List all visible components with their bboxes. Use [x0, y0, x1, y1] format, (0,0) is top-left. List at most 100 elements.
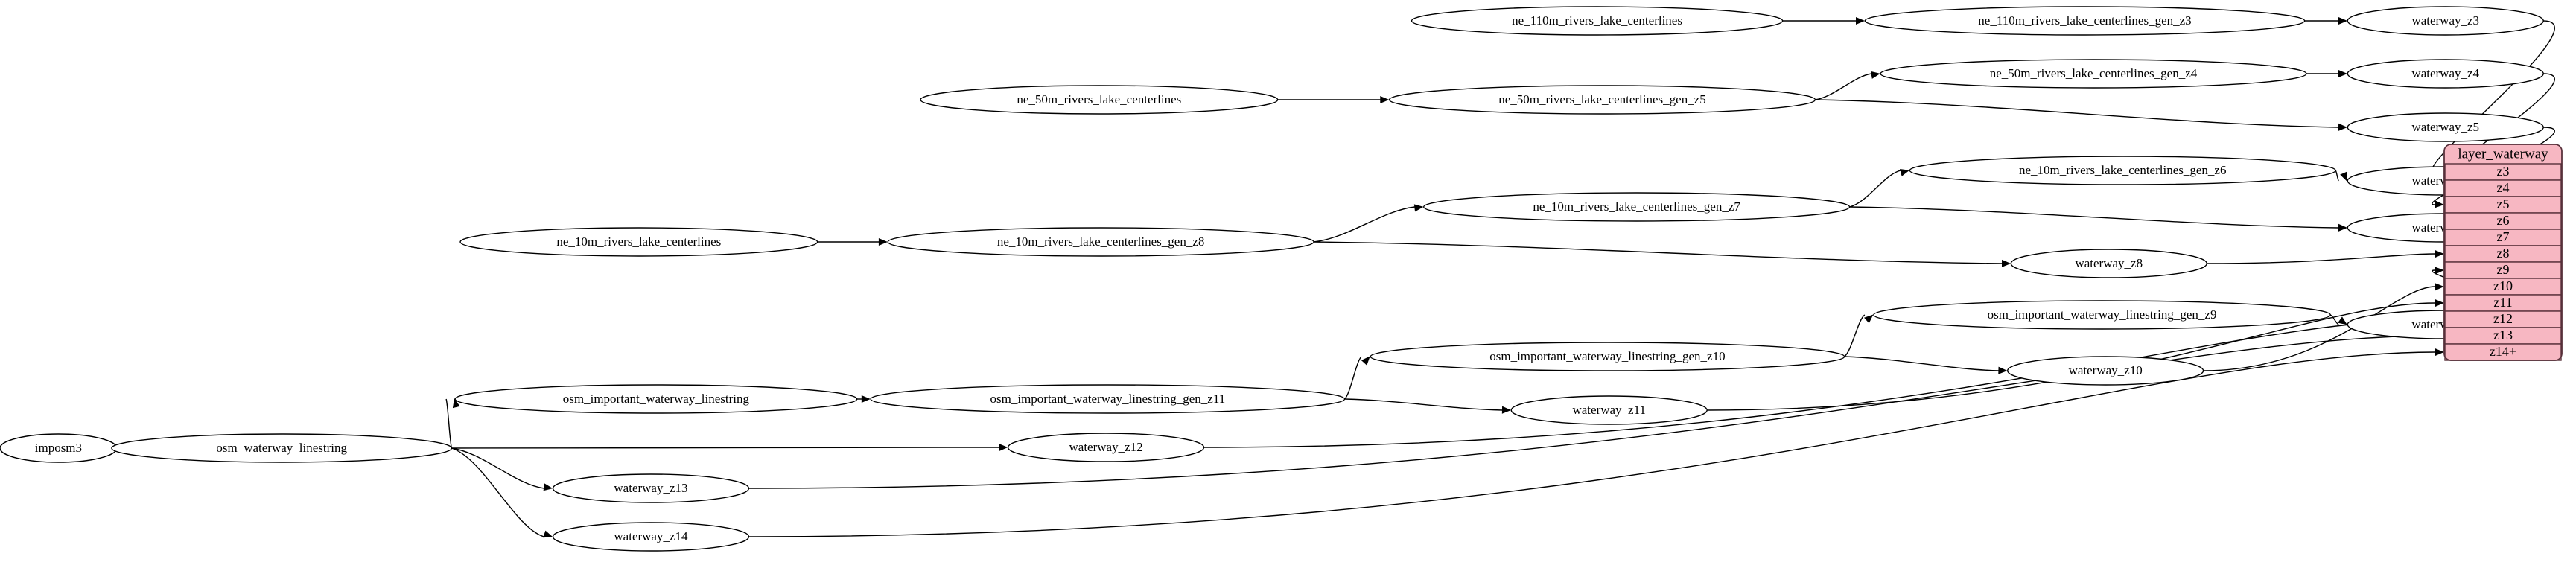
- layer-waterway-table: layer_waterwayz3z4z5z6z7z8z9z10z11z12z13…: [2443, 144, 2563, 361]
- node-shape-waterway_z8: [2010, 249, 2207, 278]
- edge-osm_waterway_linestring-to-osm_important_waterway_linestring: [445, 398, 453, 449]
- node-waterway_z4[interactable]: waterway_z4: [2347, 59, 2544, 89]
- edge-arrowhead: [2001, 259, 2011, 267]
- node-shape-waterway_z3: [2347, 6, 2544, 36]
- node-waterway_z14[interactable]: waterway_z14: [552, 522, 750, 552]
- edge-ne_10m_rivers_lake_centerlines_gen_z6-to-waterway_z6: [2335, 170, 2339, 182]
- layer-waterway-row-z12[interactable]: [2444, 310, 2562, 328]
- node-waterway_z12[interactable]: waterway_z12: [1007, 433, 1205, 462]
- edge-waterway_z11-to-table-z11: [1707, 302, 2436, 411]
- node-shape-osm_important_waterway_linestring: [454, 384, 858, 414]
- layer-waterway-row-z14plus[interactable]: [2444, 343, 2562, 361]
- edge-ne_10m_rivers_lake_centerlines_gen_z7-to-ne_10m_rivers_lake_centerlines_gen_z6: [1849, 170, 1901, 208]
- node-shape-waterway_z11: [1510, 395, 1708, 425]
- node-shape-waterway_z14: [552, 522, 750, 552]
- edge-arrowhead: [999, 443, 1008, 452]
- edge-arrowhead: [2435, 283, 2444, 291]
- node-osm_important_waterway_linestring_gen_z10[interactable]: osm_important_waterway_linestring_gen_z1…: [1370, 342, 1845, 371]
- edge-ne_10m_rivers_lake_centerlines_gen_z7-to-waterway_z7: [1849, 206, 2339, 229]
- layer-waterway-row-z9[interactable]: [2444, 261, 2562, 279]
- edge-waterway_z3-to-table-z3: [2432, 20, 2555, 173]
- layer-waterway-row-z11[interactable]: [2444, 294, 2562, 312]
- node-waterway_z8[interactable]: waterway_z8: [2010, 249, 2207, 278]
- edge-osm_waterway_linestring-to-waterway_z13: [451, 447, 544, 489]
- node-ne_10m_rivers_lake_centerlines_gen_z6[interactable]: ne_10m_rivers_lake_centerlines_gen_z6: [1909, 156, 2336, 185]
- layer-waterway-row-z13[interactable]: [2444, 327, 2562, 345]
- edge-ne_50m_rivers_lake_centerlines_gen_z5-to-ne_50m_rivers_lake_centerlines_gen_z4: [1815, 73, 1872, 100]
- node-shape-waterway_z10: [2007, 356, 2204, 386]
- node-shape-ne_10m_rivers_lake_centerlines: [459, 227, 818, 257]
- node-shape-osm_important_waterway_linestring_gen_z11: [870, 384, 1346, 414]
- node-imposm3[interactable]: imposm3: [0, 433, 118, 463]
- node-ne_50m_rivers_lake_centerlines_gen_z5[interactable]: ne_50m_rivers_lake_centerlines_gen_z5: [1388, 85, 1816, 115]
- node-osm_important_waterway_linestring_gen_z9[interactable]: osm_important_waterway_linestring_gen_z9: [1873, 300, 2331, 330]
- node-waterway_z10[interactable]: waterway_z10: [2007, 356, 2204, 386]
- node-osm_important_waterway_linestring_gen_z11[interactable]: osm_important_waterway_linestring_gen_z1…: [870, 384, 1346, 414]
- edge-osm_important_waterway_linestring_gen_z11-to-osm_important_waterway_linestring_gen_z10: [1344, 356, 1362, 400]
- edge-osm_important_waterway_linestring_gen_z10-to-osm_important_waterway_linestring_gen_z9: [1844, 314, 1866, 357]
- node-shape-ne_110m_rivers_lake_centerlines: [1411, 6, 1784, 36]
- node-ne_110m_rivers_lake_centerlines[interactable]: ne_110m_rivers_lake_centerlines: [1411, 6, 1784, 36]
- node-ne_10m_rivers_lake_centerlines_gen_z7[interactable]: ne_10m_rivers_lake_centerlines_gen_z7: [1422, 192, 1851, 222]
- layer-waterway-row-z7[interactable]: [2444, 229, 2562, 246]
- edge-arrowhead: [2435, 249, 2444, 258]
- node-waterway_z13[interactable]: waterway_z13: [552, 473, 750, 503]
- edge-osm_important_waterway_linestring_gen_z10-to-waterway_z10: [1844, 356, 1999, 371]
- edge-waterway_z12-to-table-z12: [1203, 319, 2436, 448]
- edge-arrowhead: [452, 398, 460, 409]
- node-ne_50m_rivers_lake_centerlines_gen_z4[interactable]: ne_50m_rivers_lake_centerlines_gen_z4: [1880, 59, 2307, 89]
- edge-arrowhead: [2338, 69, 2348, 78]
- node-shape-ne_10m_rivers_lake_centerlines_gen_z8: [887, 227, 1314, 257]
- node-shape-ne_50m_rivers_lake_centerlines_gen_z4: [1880, 59, 2307, 89]
- layer-waterway-row-z8[interactable]: [2444, 245, 2562, 263]
- edge-waterway_z14-to-table-z14plus: [748, 351, 2436, 537]
- node-shape-ne_10m_rivers_lake_centerlines_gen_z6: [1909, 156, 2336, 185]
- edge-waterway_z8-to-table-z8: [2207, 253, 2436, 264]
- node-shape-ne_50m_rivers_lake_centerlines_gen_z5: [1388, 85, 1816, 115]
- edge-arrowhead: [543, 483, 553, 491]
- edge-arrowhead: [1380, 95, 1390, 104]
- node-waterway_z5[interactable]: waterway_z5: [2347, 112, 2544, 142]
- edge-osm_waterway_linestring-to-waterway_z12: [451, 447, 999, 449]
- edge-osm_important_waterway_linestring_gen_z11-to-waterway_z11: [1344, 398, 1503, 411]
- layer-waterway-row-z6[interactable]: [2444, 212, 2562, 230]
- node-ne_10m_rivers_lake_centerlines[interactable]: ne_10m_rivers_lake_centerlines: [459, 227, 818, 257]
- node-osm_waterway_linestring[interactable]: osm_waterway_linestring: [111, 433, 453, 463]
- node-osm_important_waterway_linestring[interactable]: osm_important_waterway_linestring: [454, 384, 858, 414]
- node-shape-osm_important_waterway_linestring_gen_z10: [1370, 342, 1845, 371]
- node-shape-ne_110m_rivers_lake_centerlines_gen_z3: [1864, 6, 2306, 36]
- edge-arrowhead: [1864, 314, 1874, 324]
- edge-arrowhead: [1871, 71, 1880, 79]
- edge-arrowhead: [1998, 366, 2008, 374]
- node-shape-osm_waterway_linestring: [111, 433, 453, 463]
- edge-arrowhead: [1900, 169, 1910, 176]
- edge-arrowhead: [1361, 356, 1370, 366]
- edge-arrowhead: [2340, 171, 2347, 182]
- node-ne_10m_rivers_lake_centerlines_gen_z8[interactable]: ne_10m_rivers_lake_centerlines_gen_z8: [887, 227, 1314, 257]
- layer-waterway-row-z10[interactable]: [2444, 278, 2562, 296]
- edge-arrowhead: [543, 530, 553, 538]
- edge-arrowhead: [878, 237, 888, 246]
- edge-arrowhead: [1856, 16, 1866, 25]
- node-waterway_z3[interactable]: waterway_z3: [2347, 6, 2544, 36]
- node-ne_50m_rivers_lake_centerlines[interactable]: ne_50m_rivers_lake_centerlines: [920, 85, 1279, 115]
- node-shape-imposm3: [0, 433, 118, 463]
- edge-waterway_z13-to-table-z13: [748, 335, 2436, 489]
- edge-osm_waterway_linestring-to-waterway_z14: [451, 447, 544, 537]
- edge-arrowhead: [2338, 123, 2348, 131]
- node-shape-ne_10m_rivers_lake_centerlines_gen_z7: [1422, 192, 1851, 222]
- layer-waterway-table-outline: [2443, 144, 2563, 361]
- layer-waterway-row-z3[interactable]: [2444, 163, 2562, 181]
- edge-arrowhead: [2435, 267, 2444, 275]
- edge-ne_10m_rivers_lake_centerlines_gen_z8-to-waterway_z8: [1314, 241, 2003, 264]
- node-shape-waterway_z13: [552, 473, 750, 503]
- node-shape-ne_50m_rivers_lake_centerlines: [920, 85, 1279, 115]
- node-ne_110m_rivers_lake_centerlines_gen_z3[interactable]: ne_110m_rivers_lake_centerlines_gen_z3: [1864, 6, 2306, 36]
- edge-arrowhead: [2435, 348, 2444, 357]
- node-shape-waterway_z4: [2347, 59, 2544, 89]
- node-waterway_z11[interactable]: waterway_z11: [1510, 395, 1708, 425]
- layer-waterway-row-z4[interactable]: [2444, 179, 2562, 197]
- layer-waterway-row-z5[interactable]: [2444, 196, 2562, 214]
